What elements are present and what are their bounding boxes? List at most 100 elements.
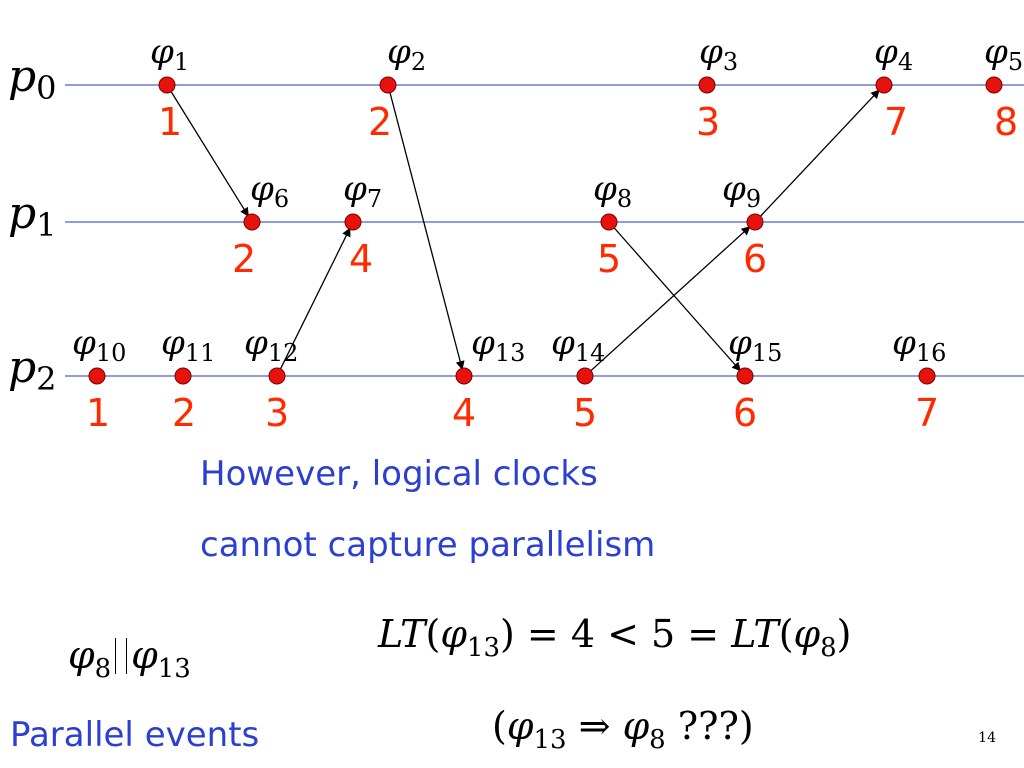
parallel-sub-b: 13 [157, 654, 191, 685]
event-clock-5: 8 [994, 100, 1018, 144]
event-label-sub-3: 3 [723, 48, 738, 76]
parallel-sub-a: 8 [94, 654, 112, 685]
event-label-sub-2: 2 [411, 48, 426, 76]
event-clock-14: 5 [573, 391, 597, 435]
event-label-sub-8: 8 [617, 185, 632, 213]
lt-middle: ) = 4 < 5 = [500, 612, 732, 656]
event-label-sub-14: 14 [575, 339, 606, 367]
event-label-4: φ4 [874, 32, 913, 76]
process-sub-p1: 1 [36, 206, 56, 244]
phi-symbol: φ [506, 704, 534, 748]
implies-tail: ???) [665, 704, 754, 748]
event-label-14: φ14 [551, 323, 605, 367]
implies-arrow: ⇒ [578, 704, 611, 748]
event-label-sub-4: 4 [898, 48, 913, 76]
event-dot-3[interactable] [698, 76, 716, 94]
event-label-5: φ5 [984, 32, 1023, 76]
lt-formula: LT(φ13) = 4 < 5 = LT(φ8) [378, 612, 852, 664]
message-arrow-9-to-4 [757, 89, 880, 220]
event-clock-1: 1 [158, 100, 182, 144]
event-dot-6[interactable] [243, 213, 261, 231]
message-arrow-2-to-13 [388, 88, 465, 371]
event-dot-1[interactable] [158, 76, 176, 94]
event-label-13: φ13 [471, 323, 525, 367]
event-dot-12[interactable] [268, 367, 286, 385]
event-clock-7: 4 [349, 237, 373, 281]
event-label-sub-12: 12 [268, 339, 299, 367]
event-label-sub-1: 1 [174, 48, 189, 76]
event-clock-4: 7 [884, 100, 908, 144]
phi-symbol: φ [622, 704, 650, 748]
event-clock-11: 2 [172, 391, 196, 435]
note-line-1: However, logical clocks [200, 454, 598, 494]
event-dot-10[interactable] [88, 367, 106, 385]
event-dot-7[interactable] [344, 213, 362, 231]
lt-prefix-2: LT [731, 612, 779, 656]
event-dot-8[interactable] [600, 213, 618, 231]
event-clock-10: 1 [86, 391, 110, 435]
phi-symbol: φ [131, 633, 158, 677]
process-label-p0: p0 [8, 51, 57, 107]
implies-sub-b: 8 [649, 725, 666, 756]
event-dot-9[interactable] [746, 213, 764, 231]
event-label-sub-7: 7 [367, 185, 382, 213]
event-label-sub-9: 9 [746, 185, 761, 213]
event-label-2: φ2 [387, 32, 426, 76]
event-label-1: φ1 [150, 32, 189, 76]
event-label-sub-6: 6 [274, 185, 289, 213]
event-dot-16[interactable] [918, 367, 936, 385]
event-dot-4[interactable] [875, 76, 893, 94]
event-label-sub-13: 13 [495, 339, 526, 367]
event-dot-13[interactable] [455, 367, 473, 385]
event-label-7: φ7 [343, 169, 382, 213]
process-label-p1: p1 [8, 188, 57, 244]
parallel-bars [115, 638, 128, 674]
event-clock-2: 2 [368, 100, 392, 144]
lt-prefix-1: LT [378, 612, 426, 656]
event-dot-5[interactable] [985, 76, 1003, 94]
event-clock-16: 7 [915, 391, 939, 435]
event-dot-15[interactable] [736, 367, 754, 385]
parallel-events-label: Parallel events [10, 715, 260, 755]
event-clock-6: 2 [232, 237, 256, 281]
event-dot-11[interactable] [174, 367, 192, 385]
message-arrow-8-to-15 [611, 224, 741, 372]
phi-symbol: φ [793, 612, 821, 656]
event-label-sub-11: 11 [185, 339, 216, 367]
phi-symbol: φ [68, 633, 95, 677]
process-label-p2: p2 [8, 342, 57, 398]
phi-symbol: φ [440, 612, 467, 656]
event-label-8: φ8 [593, 169, 632, 213]
lt-arg-2: 8 [820, 633, 837, 664]
implies-sub-a: 13 [533, 725, 567, 756]
note-line-2: cannot capture parallelism [200, 525, 656, 565]
event-label-sub-5: 5 [1008, 48, 1023, 76]
event-label-sub-15: 15 [752, 339, 783, 367]
process-sub-p0: 0 [36, 69, 56, 107]
event-clock-15: 6 [733, 391, 757, 435]
event-dot-14[interactable] [576, 367, 594, 385]
event-label-16: φ16 [892, 323, 946, 367]
event-label-sub-16: 16 [916, 339, 947, 367]
event-label-sub-10: 10 [96, 339, 127, 367]
event-label-9: φ9 [722, 169, 761, 213]
event-label-10: φ10 [72, 323, 126, 367]
event-label-3: φ3 [699, 32, 738, 76]
message-arrow-1-to-6 [168, 88, 249, 217]
event-label-15: φ15 [728, 323, 782, 367]
event-clock-13: 4 [452, 391, 476, 435]
event-clock-8: 5 [597, 237, 621, 281]
slide-number: 14 [978, 730, 996, 746]
event-clock-3: 3 [696, 100, 720, 144]
event-clock-9: 6 [743, 237, 767, 281]
event-label-6: φ6 [250, 169, 289, 213]
process-sub-p2: 2 [36, 360, 56, 398]
event-label-11: φ11 [161, 323, 215, 367]
message-arrow-14-to-9 [587, 226, 751, 374]
implies-formula: (φ13 ⇒ φ8 ???) [492, 704, 754, 756]
lt-arg-1: 13 [466, 633, 501, 664]
event-clock-12: 3 [265, 391, 289, 435]
event-dot-2[interactable] [379, 76, 397, 94]
